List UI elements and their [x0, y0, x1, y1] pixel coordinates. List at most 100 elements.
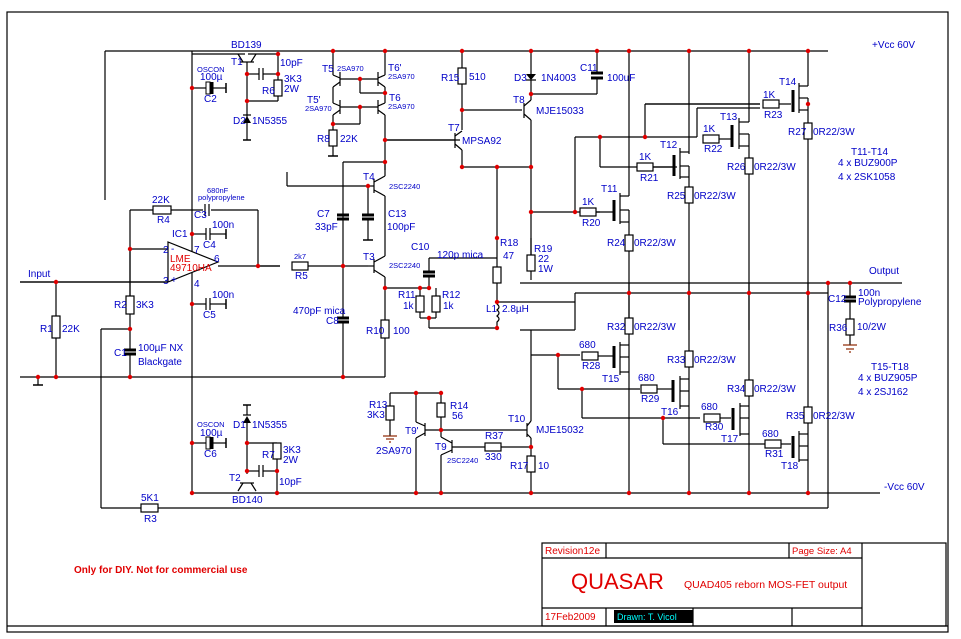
- svg-text:D3: D3: [514, 73, 527, 84]
- disclaimer-note: Only for DIY. Not for commercial use: [74, 565, 248, 576]
- title: QUASAR: [571, 569, 664, 594]
- junction-dot: [189, 440, 195, 446]
- junction-dot: [255, 263, 261, 269]
- junction-dot: [438, 427, 444, 433]
- capacitor-c13: C13 100pF: [362, 186, 415, 241]
- svg-text:R36: R36: [829, 323, 848, 334]
- junction-dot: [413, 390, 419, 396]
- input-label[interactable]: Input: [28, 269, 50, 280]
- svg-text:0R22/3W: 0R22/3W: [634, 238, 676, 249]
- svg-text:10pF: 10pF: [280, 58, 303, 69]
- junction-dot: [626, 290, 632, 296]
- svg-text:4 x BUZ900P: 4 x BUZ900P: [838, 158, 898, 169]
- svg-text:T2: T2: [229, 473, 241, 484]
- svg-text:4 x 2SK1058: 4 x 2SK1058: [838, 172, 896, 183]
- resistor-r2: R2 3K3: [114, 249, 154, 349]
- svg-text:0R22/3W: 0R22/3W: [754, 162, 796, 173]
- svg-text:0R22/3W: 0R22/3W: [694, 355, 736, 366]
- svg-text:330: 330: [485, 452, 502, 463]
- output-label[interactable]: Output: [869, 266, 899, 277]
- svg-text:T1: T1: [231, 57, 243, 68]
- mosfet-t11: T11 1K R20: [575, 183, 630, 229]
- svg-text:510: 510: [469, 72, 486, 83]
- title-block: Revision12e Page Size: A4 QUASAR QUAD405…: [7, 542, 948, 627]
- junction-dot: [275, 51, 281, 57]
- resistor-r8: R8 22K: [317, 124, 358, 157]
- svg-text:R25: R25: [667, 191, 686, 202]
- svg-text:10pF: 10pF: [279, 477, 302, 488]
- junction-dot: [459, 48, 465, 54]
- transistor-t6p: T6' 2SA970: [377, 63, 415, 88]
- svg-text:T9: T9: [435, 442, 447, 453]
- svg-text:100n: 100n: [212, 220, 234, 231]
- svg-text:R22: R22: [704, 144, 723, 155]
- junction-dot: [626, 490, 632, 496]
- capacitor-t1-10pf: 10pF: [258, 58, 303, 80]
- svg-text:0R22/3W: 0R22/3W: [813, 127, 855, 138]
- svg-text:R5: R5: [295, 271, 308, 282]
- svg-text:2SA970: 2SA970: [305, 104, 332, 113]
- svg-text:R2: R2: [114, 300, 127, 311]
- svg-text:C11: C11: [580, 63, 598, 74]
- junction-dot: [189, 85, 195, 91]
- svg-text:1K: 1K: [763, 90, 776, 101]
- svg-text:R24: R24: [607, 238, 626, 249]
- svg-text:C4: C4: [203, 240, 216, 251]
- junction-dot: [365, 183, 371, 189]
- junction-dot: [494, 164, 500, 170]
- junction-dot: [686, 490, 692, 496]
- junction-dot: [746, 290, 752, 296]
- junction-dot: [528, 91, 534, 97]
- note-upper-fets: T11-T14 4 x BUZ900P 4 x 2SK1058: [838, 147, 898, 183]
- svg-text:C8: C8: [326, 316, 339, 327]
- junction-dot: [426, 285, 432, 291]
- svg-text:6: 6: [214, 254, 220, 265]
- svg-text:R10: R10: [366, 326, 385, 337]
- svg-text:2SA970: 2SA970: [388, 102, 415, 111]
- svg-text:R34: R34: [727, 384, 746, 395]
- svg-text:R30: R30: [705, 422, 724, 433]
- svg-text:4: 4: [194, 279, 200, 290]
- junction-dot: [572, 209, 578, 215]
- svg-text:2.8µH: 2.8µH: [502, 304, 529, 315]
- svg-text:T6: T6: [389, 93, 401, 104]
- resistor-r7: R7 3K3 2W: [262, 442, 301, 493]
- transistor-t7: T7 MPSA92: [385, 123, 502, 151]
- subtitle: QUAD405 reborn MOS-FET output: [684, 579, 847, 591]
- resistor-r5: 2k7 R5: [291, 252, 368, 282]
- mosfet-t15: 680 R28 T15: [579, 340, 629, 385]
- svg-text:R29: R29: [641, 394, 660, 405]
- svg-text:T7: T7: [448, 123, 460, 134]
- junction-dot: [494, 235, 500, 241]
- svg-text:T11: T11: [601, 184, 618, 195]
- svg-text:3K3: 3K3: [136, 300, 154, 311]
- junction-dot: [494, 325, 500, 331]
- svg-text:C13: C13: [388, 209, 407, 220]
- svg-text:T3: T3: [363, 252, 375, 263]
- page-size: Page Size: A4: [792, 546, 852, 557]
- junction-dot: [382, 48, 388, 54]
- svg-text:D1: D1: [233, 420, 246, 431]
- junction-dot: [53, 279, 59, 285]
- positive-rail: +Vcc 60V: [105, 40, 915, 52]
- transistor-t9: T9 2SC2240: [435, 430, 478, 493]
- svg-text:100uF: 100uF: [607, 73, 635, 84]
- capacitor-c1: C1 100µF NX Blackgate: [114, 343, 184, 377]
- junction-dot: [805, 490, 811, 496]
- svg-text:R20: R20: [582, 218, 601, 229]
- svg-text:2SC2240: 2SC2240: [447, 456, 478, 465]
- svg-text:T12: T12: [660, 140, 678, 151]
- junction-dot: [438, 490, 444, 496]
- svg-text:R4: R4: [157, 215, 170, 226]
- svg-text:R12: R12: [442, 290, 461, 301]
- svg-text:R6: R6: [262, 86, 275, 97]
- resistor-r19: R19 22 1W: [526, 238, 554, 275]
- capacitor-c4: 100n C4: [192, 220, 234, 251]
- transistor-t2: T2 BD140: [229, 473, 263, 506]
- capacitor-c5: 100n C5: [192, 290, 234, 321]
- svg-text:T10: T10: [508, 414, 526, 425]
- svg-text:5K1: 5K1: [141, 493, 159, 504]
- svg-text:R8: R8: [317, 134, 330, 145]
- svg-text:OSCON: OSCON: [197, 420, 225, 429]
